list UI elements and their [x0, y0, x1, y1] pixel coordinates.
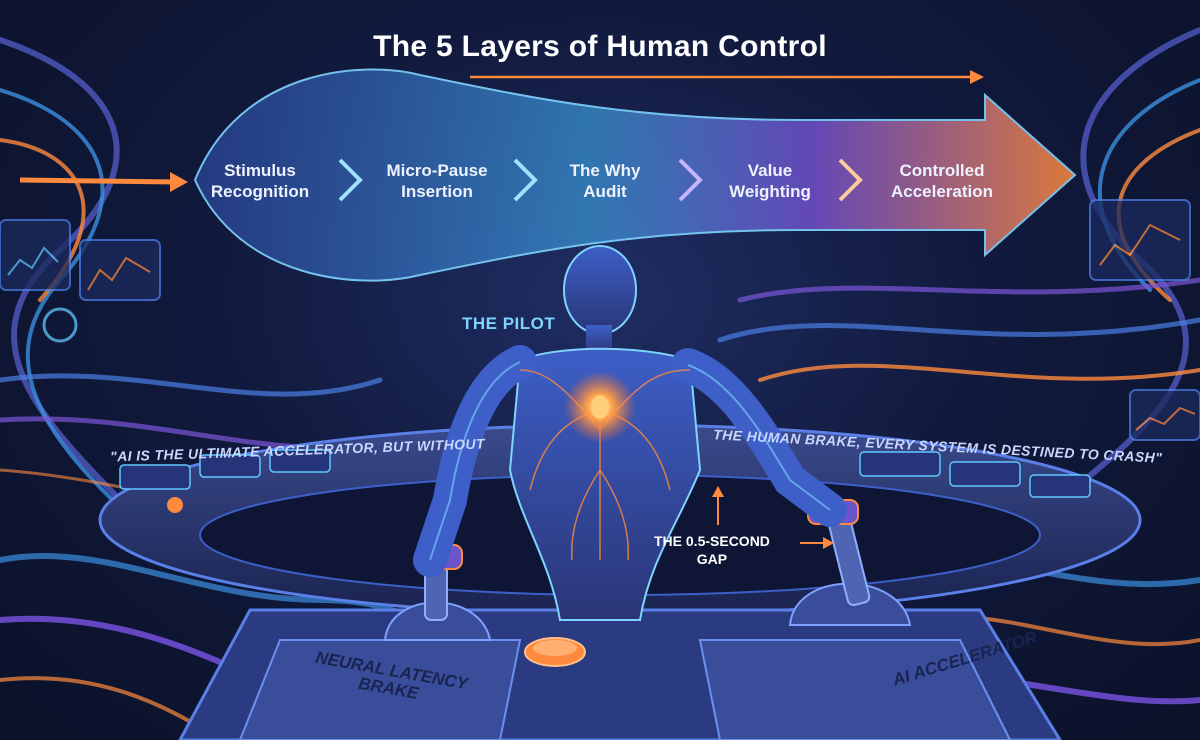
dashboard-panels — [0, 199, 1200, 441]
layer-3: The Why Audit — [535, 160, 675, 202]
layer-5: Controlled Acceleration — [862, 160, 1022, 202]
pilot-figure — [413, 245, 847, 621]
gap-label: The 0.5-Second Gap — [654, 532, 770, 568]
layer-1-line1: Stimulus — [224, 161, 296, 180]
top-arrow — [470, 70, 984, 84]
flow-ribbon — [19, 68, 1077, 282]
layer-4-line2: Weighting — [729, 182, 811, 201]
gap-arrows — [712, 486, 834, 549]
layer-2-line2: Insertion — [401, 182, 473, 201]
layer-4-line1: Value — [747, 161, 793, 180]
layer-5-line2: Acceleration — [890, 182, 994, 201]
gap-label-line1: The 0.5-Second — [654, 533, 770, 549]
pilot-label: The Pilot — [462, 314, 556, 333]
layer-4: Value Weighting — [700, 160, 840, 202]
layer-3-line1: The Why — [569, 161, 641, 180]
layer-5-line1: Controlled — [899, 161, 985, 180]
layer-2-line1: Micro-Pause — [386, 161, 488, 180]
layer-1-line2: Recognition — [210, 182, 310, 201]
gap-label-line2: Gap — [696, 551, 728, 567]
layer-1: Stimulus Recognition — [185, 160, 335, 202]
page-title: The 5 Layers of Human Control — [373, 30, 827, 63]
layer-2: Micro-Pause Insertion — [362, 160, 512, 202]
console-deck — [178, 499, 1062, 740]
layer-3-line2: Audit — [583, 182, 627, 201]
